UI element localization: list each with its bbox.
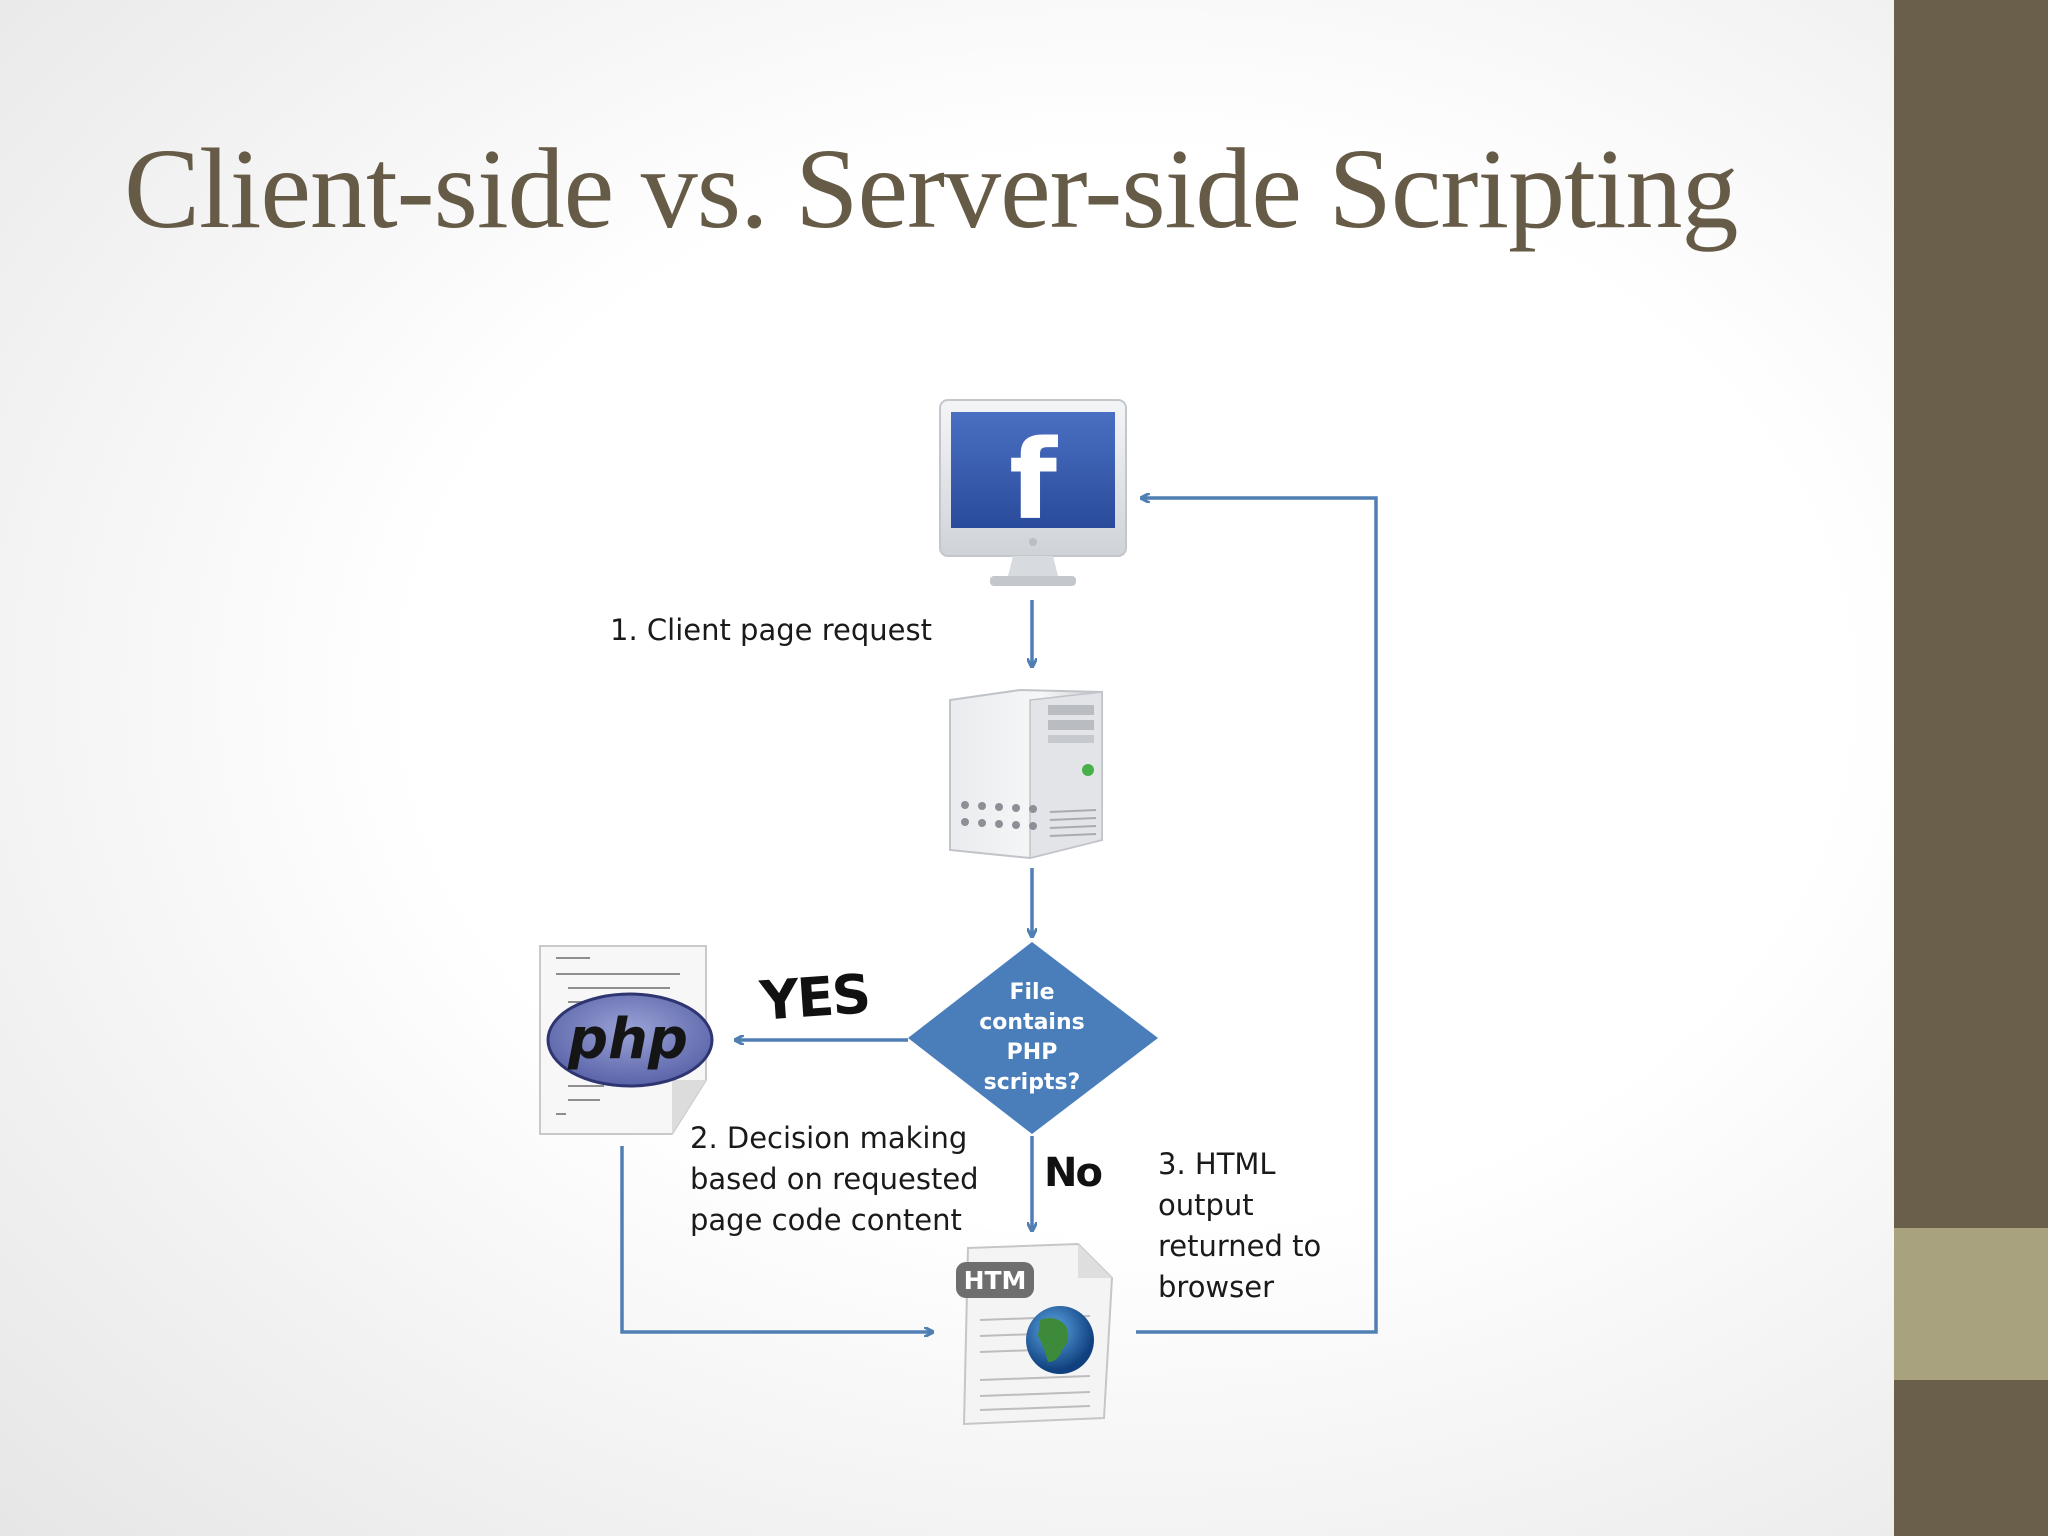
no-label: No xyxy=(1044,1150,1103,1196)
html-file-globe-icon: HTM xyxy=(956,1242,1114,1426)
flow-diagram: f xyxy=(539,399,1378,1426)
arrow-html-to-client xyxy=(1136,498,1378,1334)
flow-arrows xyxy=(620,498,1378,1334)
side-accent-block xyxy=(1894,1228,2048,1380)
step3-label: 3. HTML output returned to browser xyxy=(1158,1147,1322,1304)
slide: Client-side vs. Server-side Scripting xyxy=(124,125,1738,1426)
step1-label: 1. Client page request xyxy=(610,613,932,647)
php-file-icon: php xyxy=(539,945,714,1135)
server-tower-icon xyxy=(949,688,1103,860)
decision-text: File contains PHP scripts? xyxy=(979,980,1085,1095)
monitor-facebook-icon: f xyxy=(939,399,1127,586)
arrow-php-to-html xyxy=(620,1146,932,1332)
php-logo-text: php xyxy=(567,1007,688,1072)
slide-title: Client-side vs. Server-side Scripting xyxy=(124,125,1738,252)
yes-label: YES xyxy=(757,962,871,1033)
step2-label: 2. Decision making based on requested pa… xyxy=(690,1121,979,1237)
html-badge-text: HTM xyxy=(964,1266,1027,1295)
facebook-letter: f xyxy=(1009,416,1058,544)
decision-diamond xyxy=(908,942,1158,1134)
